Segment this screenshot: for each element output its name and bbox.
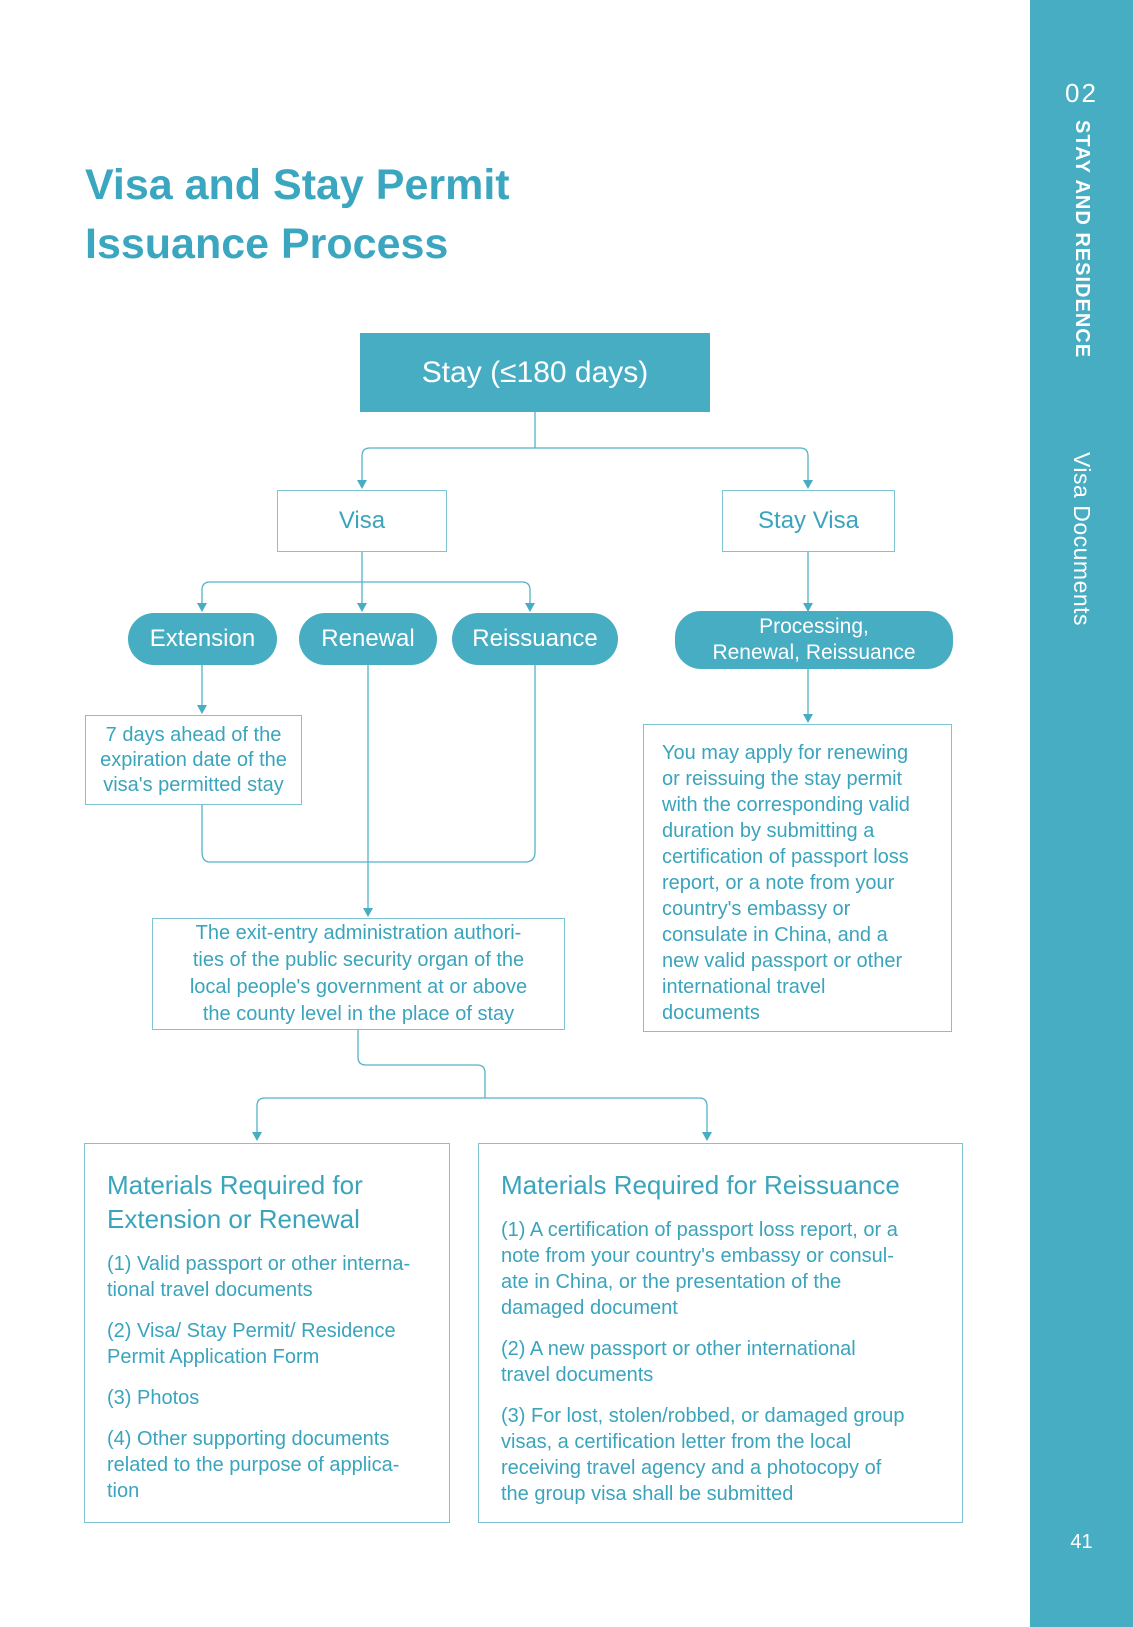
materials-item: (3) Photos — [107, 1387, 200, 1409]
chapter-title: STAY AND RESIDENCE — [1071, 120, 1093, 359]
materials-item: (2) Visa/ Stay Permit/ Residence Permit … — [107, 1320, 396, 1368]
arrow-into-sevendays — [197, 705, 207, 714]
page-number: 41 — [1070, 1531, 1093, 1553]
materials-extension-renewal-box: Materials Required for Extension or Rene… — [84, 1143, 450, 1523]
flow-node-visa: Visa — [277, 490, 447, 552]
flow-node-stay-visa: Stay Visa — [722, 490, 895, 552]
arrow-into-authority — [363, 908, 373, 917]
flow-node-seven-days-rule: 7 days ahead of the expiration date of t… — [85, 715, 302, 805]
arrow-into-note — [803, 714, 813, 723]
chapter-sidebar: 02 STAY AND RESIDENCE Visa Documents 41 — [1030, 0, 1133, 1627]
arrow-into-reissuance — [525, 603, 535, 612]
flow-node-authority: The exit-entry administration authori- t… — [152, 918, 565, 1030]
arrow-into-visa — [357, 480, 367, 489]
materials-item: (1) A certification of passport loss rep… — [501, 1219, 898, 1319]
arrow-into-processing — [803, 603, 813, 612]
flow-node-stay-permit-note: You may apply for renewing or reissuing … — [643, 724, 952, 1032]
arrow-into-materials-right — [702, 1132, 712, 1141]
arrow-into-renewal — [357, 603, 367, 612]
materials-item: (4) Other supporting documents related t… — [107, 1428, 400, 1502]
materials-item: (3) For lost, stolen/robbed, or damaged … — [501, 1405, 905, 1505]
connector-branch-materials — [256, 1097, 708, 1132]
materials-extension-renewal-title: Materials Required for Extension or Rene… — [107, 1170, 363, 1234]
arrow-into-extension — [197, 603, 207, 612]
connector-branch-pills — [201, 581, 531, 603]
materials-reissuance-title: Materials Required for Reissuance — [501, 1170, 900, 1200]
chapter-number: 02 — [1065, 78, 1098, 108]
materials-item: (1) Valid passport or other interna- tio… — [107, 1253, 411, 1301]
connector-authority-jog — [357, 1030, 486, 1098]
arrow-into-stay-visa — [803, 480, 813, 489]
flow-node-renewal: Renewal — [299, 613, 437, 665]
materials-item: (2) A new passport or other internationa… — [501, 1338, 856, 1386]
flow-node-reissuance: Reissuance — [452, 613, 618, 665]
section-title: Visa Documents — [1069, 452, 1095, 627]
flow-node-processing-renewal-reissuance: Processing, Renewal, Reissuance — [675, 611, 953, 669]
materials-reissuance-box: Materials Required for Reissuance (1) A … — [478, 1143, 963, 1523]
page-title: Visa and Stay Permit Issuance Process — [85, 161, 510, 268]
flow-node-extension: Extension — [128, 613, 277, 665]
connector-branch-top — [361, 447, 809, 480]
flow-node-stay: Stay (≤180 days) — [360, 333, 710, 412]
arrow-into-materials-left — [252, 1132, 262, 1141]
